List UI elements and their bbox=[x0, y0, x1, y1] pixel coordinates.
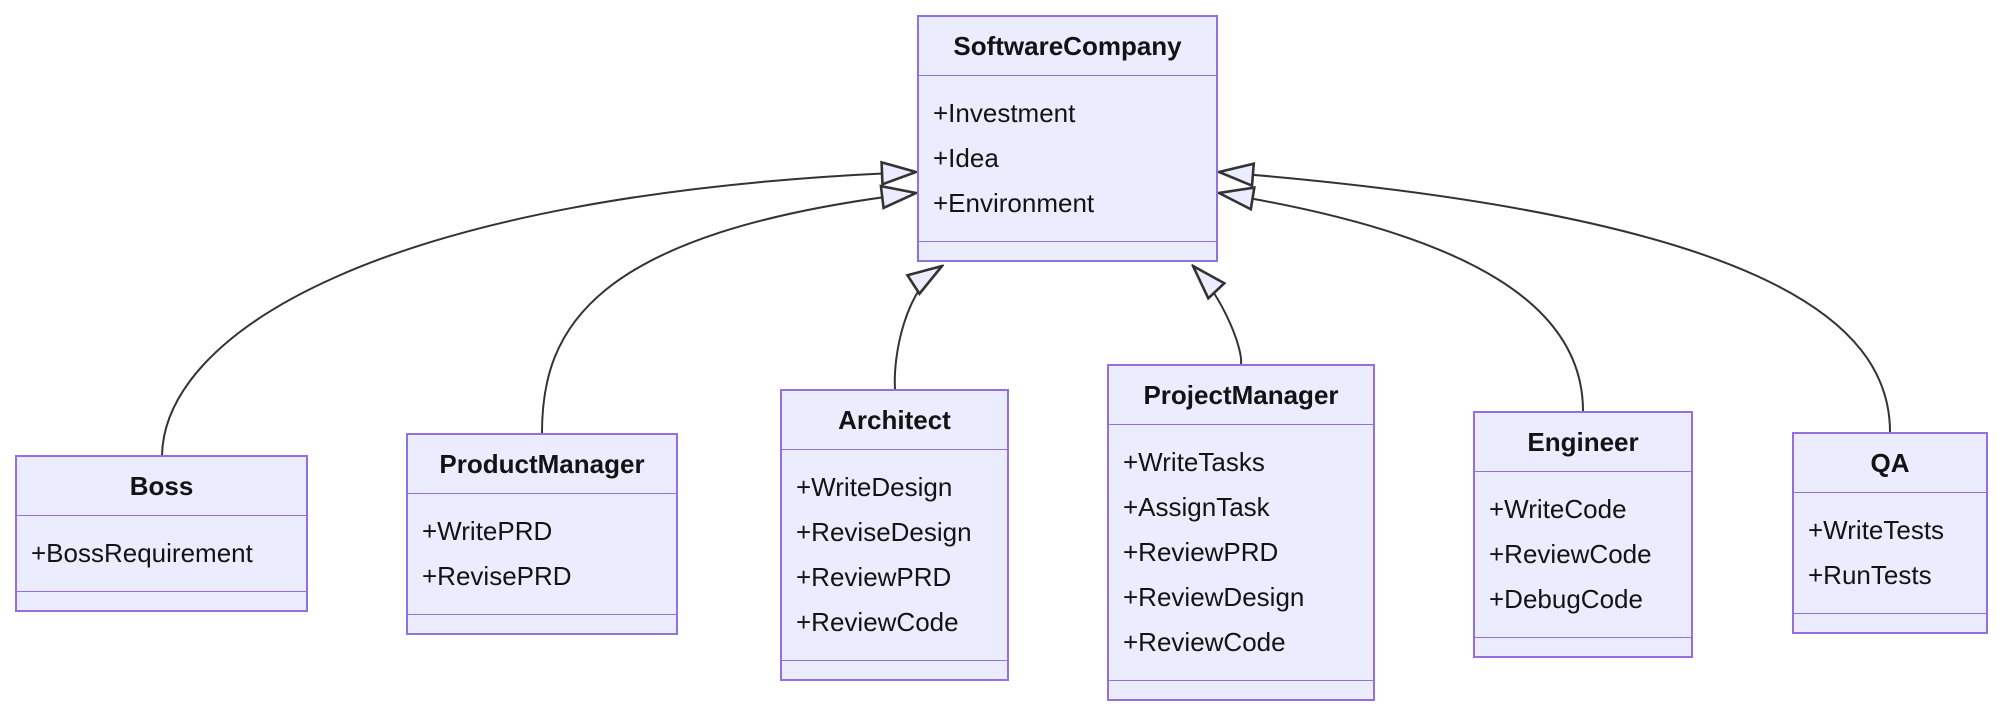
class-methods-empty bbox=[17, 591, 306, 610]
class-attribute: +WriteCode bbox=[1489, 494, 1627, 524]
class-attribute: +BossRequirement bbox=[31, 538, 253, 568]
class-attributes: +WritePRD +RevisePRD bbox=[408, 494, 676, 614]
inheritance-edge-engineer bbox=[1219, 193, 1584, 412]
class-methods-empty bbox=[1794, 613, 1986, 632]
class-attributes: +WriteDesign +ReviseDesign +ReviewPRD +R… bbox=[782, 450, 1007, 660]
class-attribute: +ReviewDesign bbox=[1123, 582, 1305, 612]
class-attribute: +AssignTask bbox=[1123, 492, 1270, 522]
class-attribute: +RevisePRD bbox=[422, 561, 572, 591]
class-attribute: +WriteDesign bbox=[796, 472, 953, 502]
class-methods-empty bbox=[408, 614, 676, 633]
class-attributes: +WriteCode +ReviewCode +DebugCode bbox=[1475, 472, 1691, 637]
class-methods-empty bbox=[1109, 680, 1373, 699]
inheritance-edge-qa bbox=[1219, 172, 1891, 433]
class-name: Engineer bbox=[1475, 413, 1691, 472]
class-node-software-company: SoftwareCompany +Investment +Idea +Envir… bbox=[917, 15, 1218, 262]
class-name: SoftwareCompany bbox=[919, 17, 1216, 76]
class-attribute: +ReviewCode bbox=[1123, 627, 1286, 657]
class-attribute: +ReviewPRD bbox=[796, 562, 952, 592]
class-name: QA bbox=[1794, 434, 1986, 493]
class-node-architect: Architect +WriteDesign +ReviseDesign +Re… bbox=[780, 389, 1009, 681]
class-name: ProductManager bbox=[408, 435, 676, 494]
class-attribute: +Investment bbox=[933, 98, 1076, 128]
class-node-product-manager: ProductManager +WritePRD +RevisePRD bbox=[406, 433, 678, 635]
class-attribute: +DebugCode bbox=[1489, 584, 1643, 614]
class-methods-empty bbox=[782, 660, 1007, 679]
class-node-project-manager: ProjectManager +WriteTasks +AssignTask +… bbox=[1107, 364, 1375, 701]
inheritance-edge-boss bbox=[161, 172, 916, 456]
class-attributes: +WriteTests +RunTests bbox=[1794, 493, 1986, 613]
class-node-engineer: Engineer +WriteCode +ReviewCode +DebugCo… bbox=[1473, 411, 1693, 658]
class-name: Architect bbox=[782, 391, 1007, 450]
class-attribute: +RunTests bbox=[1808, 560, 1932, 590]
class-attribute: +ReviewPRD bbox=[1123, 537, 1279, 567]
class-attribute: +WriteTasks bbox=[1123, 447, 1265, 477]
inheritance-edge-product-manager bbox=[541, 193, 916, 434]
class-attribute: +Environment bbox=[933, 188, 1095, 218]
inheritance-edge-architect bbox=[893, 266, 942, 390]
class-methods-empty bbox=[919, 241, 1216, 260]
class-methods-empty bbox=[1475, 637, 1691, 656]
class-attributes: +WriteTasks +AssignTask +ReviewPRD +Revi… bbox=[1109, 425, 1373, 680]
class-attribute: +ReviewCode bbox=[1489, 539, 1652, 569]
class-attribute: +ReviseDesign bbox=[796, 517, 972, 547]
class-attribute: +Idea bbox=[933, 143, 999, 173]
class-name: Boss bbox=[17, 457, 306, 516]
class-node-qa: QA +WriteTests +RunTests bbox=[1792, 432, 1988, 634]
class-node-boss: Boss +BossRequirement bbox=[15, 455, 308, 612]
class-attribute: +WritePRD bbox=[422, 516, 553, 546]
class-attribute: +WriteTests bbox=[1808, 515, 1945, 545]
inheritance-edge-project-manager bbox=[1193, 266, 1243, 365]
class-attribute: +ReviewCode bbox=[796, 607, 959, 637]
class-name: ProjectManager bbox=[1109, 366, 1373, 425]
class-attributes: +BossRequirement bbox=[17, 516, 306, 591]
class-attributes: +Investment +Idea +Environment bbox=[919, 76, 1216, 241]
